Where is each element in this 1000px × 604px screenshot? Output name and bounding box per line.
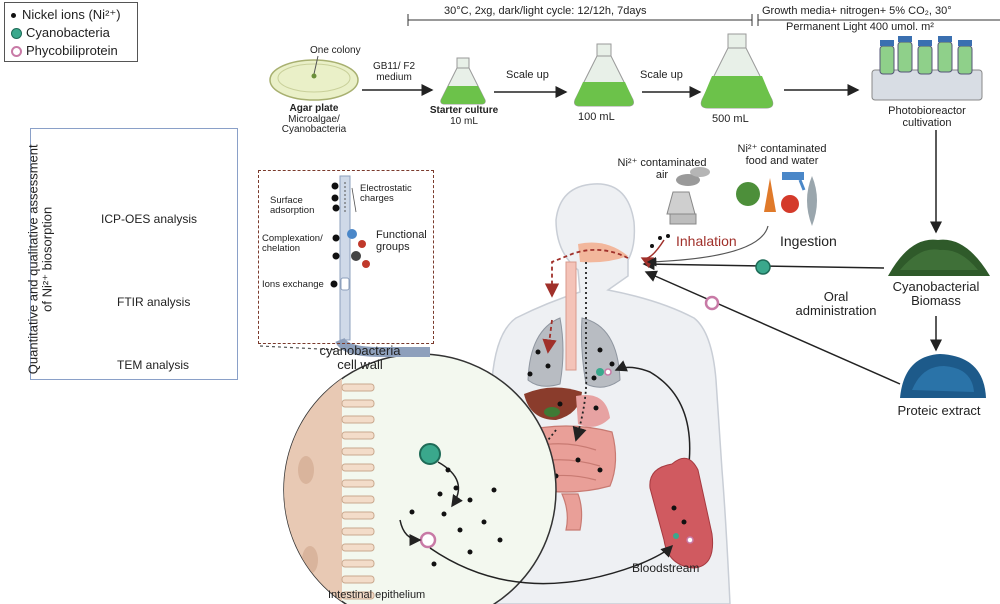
tem-label: TEM analysis: [117, 358, 190, 372]
cyanobacteria-icon: [11, 28, 22, 40]
ingestion-label: Ingestion: [780, 233, 837, 249]
cyano-cell-on-arrow: [755, 259, 771, 275]
legend-phyco: Phycobiliprotein: [11, 43, 118, 58]
panel-vertical-title: Quantitative and qualitative assessment …: [25, 144, 55, 375]
photobioreactor: [871, 36, 983, 101]
flask-100ml: [574, 43, 634, 107]
cyano-in-lung: [596, 368, 604, 376]
nickel-ion-icon: [11, 13, 16, 19]
respiratory-path: [544, 248, 629, 298]
starter-label: Starter culture 10 mL: [429, 105, 499, 127]
trachea: [565, 261, 577, 371]
legend: Nickel ions (Ni²⁺) Cyanobacteria Phycobi…: [4, 2, 138, 62]
functional-groups-label: Functional groups: [376, 229, 427, 253]
intestinal-epithelium-label: Intestinal epithelium: [328, 589, 426, 601]
digestive-path-2: [532, 429, 557, 460]
pbr-label: Photobioreactor cultivation: [888, 105, 966, 129]
biomass-pile: [888, 239, 990, 276]
proteic-extract-label: Proteic extract: [897, 403, 981, 418]
ingestion-arrow: [646, 225, 769, 267]
medium-label: GB11/ F2 medium: [372, 61, 416, 83]
blood-to-lung-arrow: [614, 360, 691, 473]
biomass-label: Cyanobacterial Biomass: [892, 279, 980, 308]
ftir-label: FTIR analysis: [117, 295, 191, 309]
vol-100-label: 100 mL: [578, 111, 615, 123]
phycobiliprotein-icon: [11, 46, 22, 58]
gallbladder: [544, 407, 560, 417]
scale-up-1: Scale up: [506, 69, 549, 81]
liver: [524, 387, 582, 420]
icp-label: ICP-OES analysis: [101, 212, 198, 226]
agar-plate: [269, 55, 359, 101]
arrow-extract-mouth: [644, 270, 901, 385]
scale-up-2: Scale up: [640, 69, 683, 81]
nasal-cavity: [578, 242, 628, 263]
contaminated-food-label: Ni²⁺ contaminated food and water: [737, 143, 827, 167]
phyco-on-arrow: [704, 295, 720, 311]
bloodstream-label: Bloodstream: [632, 561, 700, 575]
contaminated-air-label: Ni²⁺ contaminated air: [617, 157, 707, 181]
cell-wall-graphic: [330, 175, 430, 357]
phyco-in-lung: [604, 368, 612, 376]
factory-icon: [666, 167, 710, 225]
inhalation-arrow: [640, 239, 665, 269]
vol-500-label: 500 mL: [712, 113, 749, 125]
proteic-extract: [900, 354, 986, 398]
inhalation-label: Inhalation: [676, 233, 737, 249]
analysis-panel: Quantitative and qualitative assessment …: [25, 128, 238, 380]
ions-exchange-label: Ions exchange: [262, 279, 324, 290]
surface-adsorption-label: Surface adsorption: [270, 195, 315, 216]
digestive-path: [572, 262, 588, 442]
legend-cyano: Cyanobacteria: [11, 25, 110, 40]
food-water-icon: [736, 172, 817, 226]
epithelium-to-blood-arrow: [429, 544, 674, 585]
one-colony-label: One colony: [310, 45, 361, 56]
conditions-label: 30°C, 2xg, dark/light cycle: 12/12h, 7da…: [444, 5, 647, 17]
blood-vessel: [649, 457, 714, 569]
growth-media-label: Growth media+ nitrogen+ 5% CO₂, 30°: [762, 5, 952, 17]
cell-wall-box: [258, 170, 434, 344]
flask-500ml: [700, 33, 774, 109]
complexation-label: Complexation/ chelation: [262, 233, 323, 254]
oral-administration-label: Oral administration: [795, 289, 877, 318]
permanent-light-label: Permanent Light 400 umol. m²: [786, 21, 934, 33]
electrostatic-label: Electrostatic charges: [360, 183, 412, 204]
legend-nickel: Nickel ions (Ni²⁺): [11, 7, 121, 23]
agar-label: Agar plate Microalgae/ Cyanobacteria: [281, 103, 347, 135]
conditions-bracket: [407, 14, 1000, 26]
cell-wall-caption: cyanobacteria cell wall: [319, 343, 401, 372]
respiratory-path-lung: [542, 319, 557, 354]
flask-starter: [440, 57, 486, 105]
